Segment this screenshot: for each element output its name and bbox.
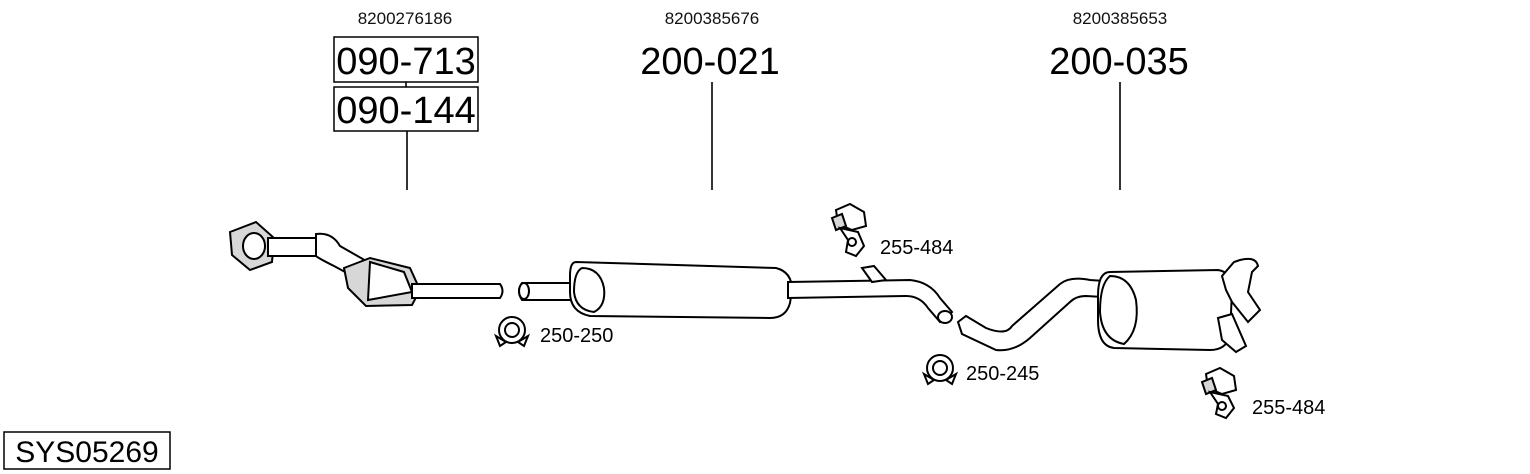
part-box-front-upper (333, 36, 479, 83)
part-number-rear[interactable]: 200-035 (1049, 41, 1188, 83)
accessory-number-clamp-2[interactable]: 250-245 (966, 363, 1039, 385)
front-pipe-catalyst[interactable] (228, 220, 504, 308)
part-number-middle[interactable]: 200-021 (640, 41, 779, 83)
oe-number-middle: 8200385676 (665, 9, 760, 28)
accessory-number-hanger-2[interactable]: 255-484 (1252, 397, 1325, 419)
system-code-box (3, 431, 171, 470)
middle-silencer[interactable] (518, 260, 954, 324)
hanger-icon-2[interactable] (1200, 366, 1238, 420)
accessory-number-hanger-1[interactable]: 255-484 (880, 237, 953, 259)
clamp-icon-1[interactable] (493, 316, 531, 348)
hanger-icon-1[interactable] (830, 202, 868, 258)
part-number-front-lower[interactable]: 090-144 (336, 90, 475, 132)
system-code: SYS05269 (15, 436, 158, 469)
accessory-number-clamp-1[interactable]: 250-250 (540, 325, 613, 347)
part-number-front-upper[interactable]: 090-713 (336, 41, 475, 83)
oe-number-front: 8200276186 (358, 9, 453, 28)
oe-number-rear: 8200385653 (1073, 9, 1168, 28)
clamp-icon-2[interactable] (921, 354, 959, 386)
rear-silencer[interactable] (956, 257, 1262, 354)
part-box-front-lower (333, 86, 479, 132)
